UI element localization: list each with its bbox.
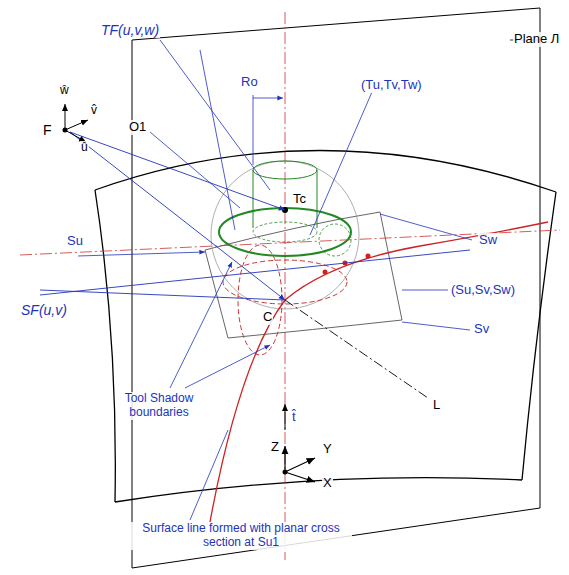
plane-label: Plane Л xyxy=(513,32,560,47)
note-label: Surface line formed with planar cross se… xyxy=(130,522,352,550)
tool-center-label: Tc xyxy=(292,192,307,207)
axis-v-label: v̂ xyxy=(90,104,98,118)
axis-y-label: Y xyxy=(322,442,333,457)
tool-function-label: TF(u,v,w) xyxy=(100,22,160,38)
surface-point-label: (Su,Sv,Sw) xyxy=(450,283,516,298)
dimension-label: Su xyxy=(66,234,84,249)
surface-function-label: SF(u,v) xyxy=(20,302,68,318)
dimension-label: Sw xyxy=(478,233,498,248)
axis-z-label: Z xyxy=(270,440,280,455)
dimension-label: Sv xyxy=(473,322,490,337)
note-label: Tool Shadow boundaries xyxy=(118,392,200,420)
frame-label: F xyxy=(42,122,53,138)
contact-point-label: C xyxy=(262,310,273,325)
axis-x-label: X xyxy=(322,476,333,491)
axis-u-label: û xyxy=(80,141,89,155)
tool-point-label: (Tu,Tv,Tw) xyxy=(360,78,423,93)
axis-t-label: t̂ xyxy=(291,410,297,425)
radius-label: Ro xyxy=(240,75,259,90)
line-label: L xyxy=(432,398,441,413)
axis-w-label: ŵ xyxy=(59,84,70,98)
origin-label: O1 xyxy=(128,120,147,135)
